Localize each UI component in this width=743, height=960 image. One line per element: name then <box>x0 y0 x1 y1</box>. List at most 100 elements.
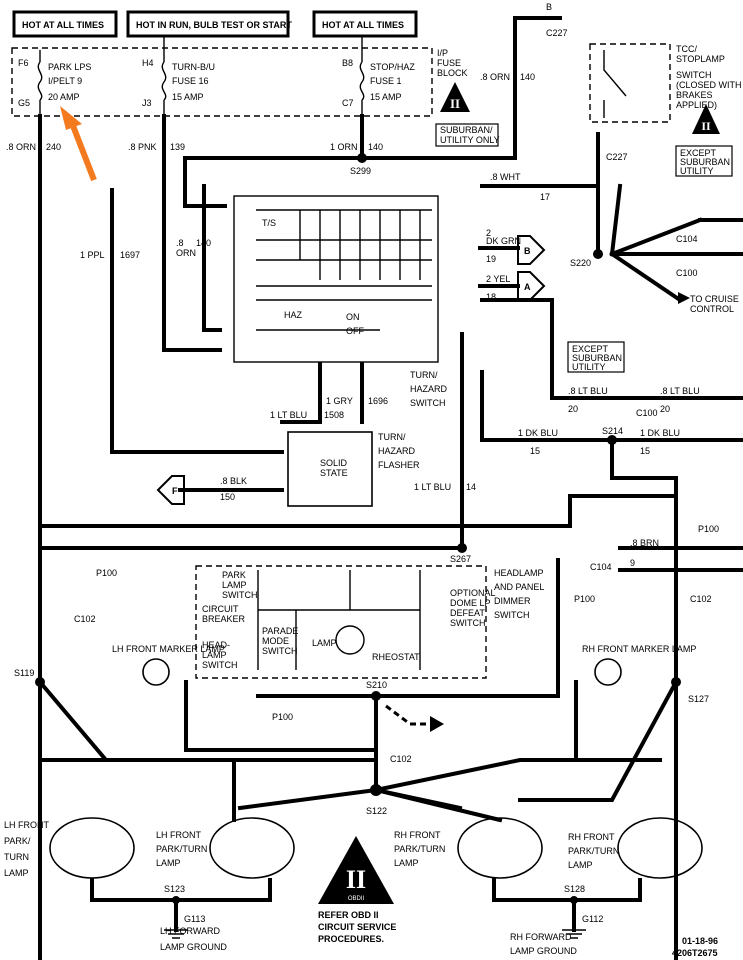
wire-ltblu-14b <box>38 494 678 528</box>
hot-always-left-box <box>12 10 118 38</box>
conn-p100d: P100 <box>698 524 719 534</box>
head-lamp-sw-1: HEAD- <box>202 640 230 650</box>
wire-dkblu-rh <box>518 679 679 802</box>
fuse1-name2: I/PELT 9 <box>48 76 82 86</box>
conn-p100a: P100 <box>96 568 117 578</box>
turn-haz-label-2: HAZARD <box>410 384 448 394</box>
tcc-switch-outline <box>589 43 671 123</box>
splice-s119 <box>35 677 45 687</box>
cruise-arrow-icon <box>678 292 690 304</box>
off-label: OFF <box>346 326 364 336</box>
diagram-date: 01-18-96 <box>682 936 718 946</box>
conn-s122: S122 <box>366 806 387 816</box>
headlamp-label-3: DIMMER <box>494 596 531 606</box>
fuse3-bottom-pin: C7 <box>342 98 354 108</box>
off-page-f-icon: F <box>156 475 185 505</box>
hot-run-label: HOT IN RUN, BULB TEST OR START <box>136 20 292 30</box>
lh-front-2: PARK/ <box>4 836 31 846</box>
fuse3-top-pin: B8 <box>342 58 353 68</box>
rh-marker-lamp-icon <box>594 658 622 686</box>
wire-dkblu-15b <box>610 438 678 960</box>
dashed-arrow-icon <box>385 704 432 726</box>
except1-label-1: EXCEPT <box>680 148 717 158</box>
label-brn-9: .8 BRN <box>630 538 659 548</box>
conn-c102b: C102 <box>690 594 712 604</box>
wire-s220-branches <box>609 183 703 303</box>
wire-brn-9-right <box>374 558 560 698</box>
conn-c104: C104 <box>676 234 698 244</box>
wire-s122-fanout <box>237 758 632 823</box>
rh-pt-2: PARK/TURN <box>394 844 445 854</box>
breaker-1: CIRCUIT <box>202 604 239 614</box>
except2-box <box>567 341 625 373</box>
rh-pt-1: RH FRONT <box>394 830 441 840</box>
parade-3: SWITCH <box>262 646 298 656</box>
conn-c102c: C102 <box>390 754 412 764</box>
wire-blk-rh-ground <box>492 878 642 902</box>
svg-text:F: F <box>172 486 178 496</box>
wire-wht-out <box>698 218 743 256</box>
flasher-label-1: TURN/ <box>378 432 406 442</box>
label-ltblu-20b: .8 LT BLU <box>660 386 700 396</box>
flasher-label-2: HAZARD <box>378 446 416 456</box>
except2-label-3: UTILITY <box>572 362 606 372</box>
rh-front-1: RH FRONT <box>568 832 615 842</box>
breaker-2: BREAKER <box>202 614 246 624</box>
hot-run-box <box>126 10 290 38</box>
wire-ppl-1697 <box>110 188 284 454</box>
conn-c102: C102 <box>74 614 96 624</box>
wire-brn-lh-marker <box>184 680 378 752</box>
diagram-docnum: 4206T2675 <box>672 948 718 958</box>
suburban-box <box>435 123 499 147</box>
tcc-label-5: BRAKES <box>676 90 713 100</box>
obd-label-1: REFER OBD II <box>318 910 379 920</box>
rh-front-3: LAMP <box>568 860 593 870</box>
tcc-label-3: SWITCH <box>676 70 712 80</box>
tcc-label-2: STOPLAMP <box>676 54 725 64</box>
label-orn-140: 1 ORN <box>330 142 358 152</box>
splice-s220 <box>593 249 603 259</box>
label-orn-top-num: 140 <box>520 72 535 82</box>
label-dkgrn-num: 19 <box>486 254 496 264</box>
label-dkblu-15b-num: 15 <box>640 446 650 456</box>
except2-label-1: EXCEPT <box>572 344 609 354</box>
conn-p100b: P100 <box>574 594 595 604</box>
label-orn-240-num: 240 <box>46 142 61 152</box>
label-wht-17: .8 WHT <box>490 172 521 182</box>
turn-haz-label-3: SWITCH <box>410 398 446 408</box>
wire-blk-lh-ground <box>90 878 272 902</box>
fuse1-name1: PARK LPS <box>48 62 91 72</box>
splice-s210 <box>371 691 381 701</box>
conn-g113: G113 <box>184 914 205 924</box>
dome-1: OPTIONAL <box>450 588 496 598</box>
headlamp-lamp-icon <box>335 625 365 655</box>
lh-front-1: LH FRONT <box>4 820 50 830</box>
label-gry-num: 1696 <box>368 396 388 406</box>
except1-label-2: SUBURBAN <box>680 157 730 167</box>
fuse2-symbol <box>161 36 167 116</box>
conn-s220: S220 <box>570 258 591 268</box>
fuse1-bottom-pin: G5 <box>18 98 30 108</box>
off-page-a-icon: A <box>517 271 546 301</box>
label-ppl: 1 PPL <box>80 250 105 260</box>
fuse2-name1: TURN-B/U <box>172 62 215 72</box>
wire-ltblu-20 <box>480 298 743 400</box>
fuse3-name2: FUSE 1 <box>370 76 402 86</box>
conn-s127: S127 <box>688 694 709 704</box>
wire-brn-right <box>618 546 743 572</box>
obd-triangle-top: II <box>440 82 470 112</box>
svg-text:A: A <box>524 282 531 292</box>
label-pnk: .8 PNK <box>128 142 157 152</box>
wire-ltblu-lh2 <box>38 758 236 822</box>
splice-s127 <box>671 677 681 687</box>
turn-hazard-switch-contacts <box>299 210 421 280</box>
fuse-block-label-3: BLOCK <box>437 68 468 78</box>
label-dkblu-15b: 1 DK BLU <box>640 428 680 438</box>
conn-s123: S123 <box>164 884 185 894</box>
lh-ground-1: LH FORWARD <box>160 926 221 936</box>
wire-orn-top <box>183 16 562 208</box>
obd-label-2: CIRCUIT SERVICE <box>318 922 396 932</box>
conn-c227-top: C227 <box>546 28 568 38</box>
